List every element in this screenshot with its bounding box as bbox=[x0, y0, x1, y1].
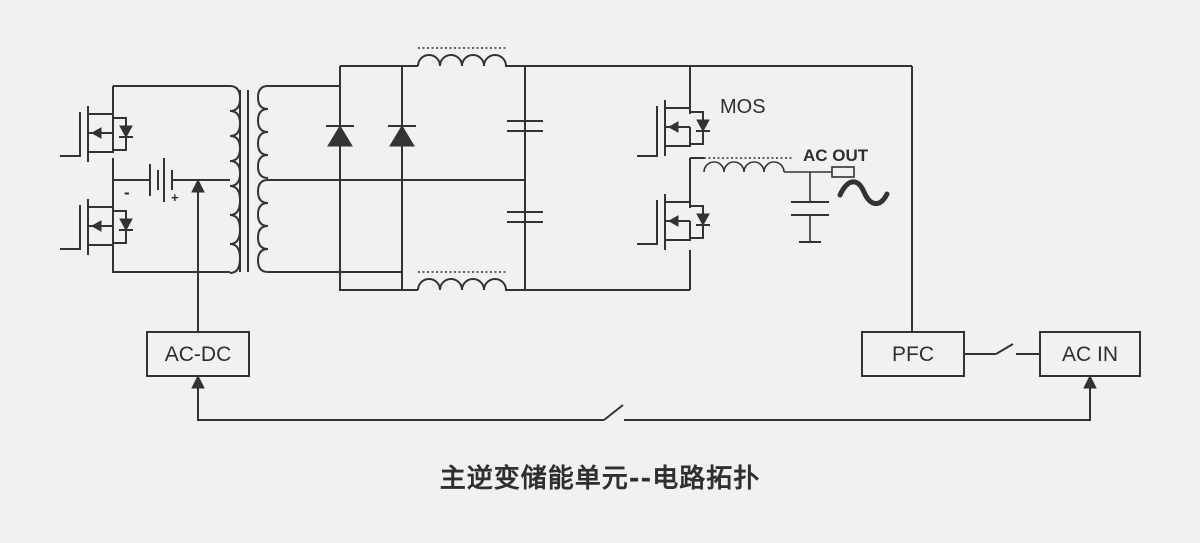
ac-dc-label: AC-DC bbox=[165, 343, 232, 366]
ac-dc-box: AC-DC bbox=[146, 331, 250, 377]
ac-out-label: AC OUT bbox=[803, 146, 869, 165]
inductor-icon bbox=[703, 157, 792, 173]
inductor-icon bbox=[417, 271, 507, 291]
arrow-up-icon bbox=[191, 374, 205, 389]
output-wiring bbox=[784, 171, 832, 242]
capacitor-icon bbox=[791, 201, 829, 243]
acdc-arrow bbox=[191, 178, 205, 332]
inductor-icon bbox=[417, 47, 507, 67]
resistor-icon bbox=[831, 166, 855, 178]
arrow-up-icon bbox=[1083, 374, 1097, 389]
mosfet-icon bbox=[637, 188, 710, 250]
mos-label: MOS bbox=[720, 96, 766, 118]
capacitor-icon bbox=[507, 211, 543, 223]
rectifier-wiring bbox=[339, 65, 912, 291]
diode-icon bbox=[326, 125, 354, 147]
switch-icon bbox=[995, 343, 1014, 355]
bottom-loop bbox=[191, 374, 1097, 421]
mosfet-icon bbox=[60, 193, 133, 255]
pfc-label: PFC bbox=[892, 343, 934, 366]
pfc-box: PFC bbox=[861, 331, 965, 377]
ac-source-icon bbox=[837, 179, 890, 206]
battery-icon: - + bbox=[124, 158, 179, 205]
battery-plus-label: + bbox=[171, 190, 179, 205]
switch-icon bbox=[603, 404, 624, 421]
mosfet-icon bbox=[60, 100, 133, 162]
ac-in-box: AC IN bbox=[1039, 331, 1141, 377]
inverter-wiring bbox=[689, 66, 704, 290]
transformer-icon bbox=[229, 85, 525, 274]
pfc-wiring bbox=[911, 66, 1040, 355]
diagram-caption: 主逆变储能单元--电路拓扑 bbox=[439, 464, 761, 494]
ac-in-label: AC IN bbox=[1062, 343, 1118, 366]
battery-minus-label: - bbox=[124, 183, 130, 202]
circuit-diagram: - + bbox=[60, 47, 1141, 421]
capacitor-icon bbox=[507, 120, 543, 132]
mosfet-icon bbox=[637, 94, 710, 157]
arrow-up-icon bbox=[191, 178, 205, 193]
diode-icon bbox=[388, 125, 416, 147]
